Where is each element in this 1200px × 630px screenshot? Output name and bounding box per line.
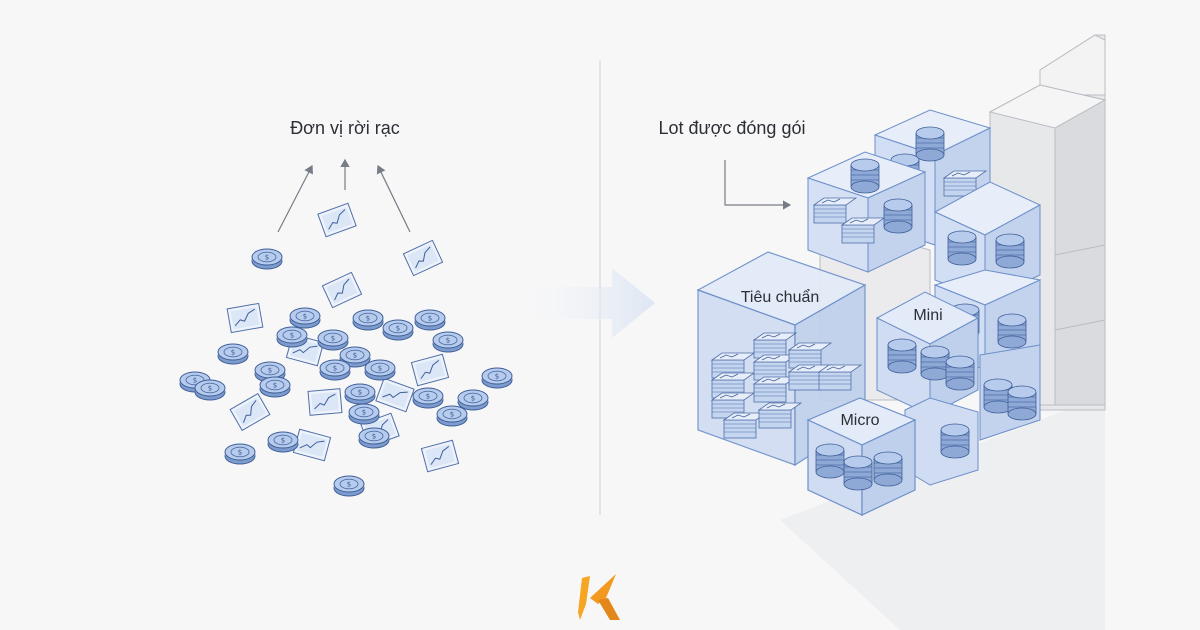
discrete-units-pile <box>179 202 513 497</box>
dollar-coin-icon <box>317 329 349 351</box>
dollar-coin-icon <box>333 475 365 497</box>
dollar-coin-icon <box>432 331 464 353</box>
k-brand-logo <box>578 574 620 620</box>
dollar-coin-icon <box>267 431 299 453</box>
lot-box-back-left <box>806 151 927 273</box>
dollar-coin-icon <box>348 403 380 425</box>
dollar-coin-icon <box>436 405 468 427</box>
gray-blocks <box>819 34 1107 411</box>
dollar-coin-icon <box>481 367 513 389</box>
chart-document-icon <box>410 353 450 387</box>
chart-document-icon <box>420 439 460 473</box>
box-label-micro: Micro <box>840 412 879 429</box>
chart-document-icon <box>321 271 363 309</box>
chart-document-icon <box>229 393 271 431</box>
dollar-coin-icon <box>344 383 376 405</box>
chart-document-icon <box>375 377 415 413</box>
dollar-coin-icon <box>276 326 308 348</box>
dollar-coin-icon <box>319 359 351 381</box>
right-panel-label: Lot được đóng gói <box>659 118 806 138</box>
scatter-arrows <box>277 158 411 233</box>
dollar-coin-icon <box>364 359 396 381</box>
chart-document-icon <box>317 202 357 238</box>
dollar-coin-icon <box>352 309 384 331</box>
dollar-coin-icon <box>289 307 321 329</box>
chart-document-icon <box>226 302 264 334</box>
dollar-coin-icon <box>382 319 414 341</box>
chart-document-icon <box>307 388 343 416</box>
chart-document-icon <box>402 239 444 277</box>
chart-document-icon <box>292 428 332 462</box>
dollar-coin-icon <box>412 387 444 409</box>
dollar-coin-icon <box>251 248 283 270</box>
dollar-coin-icon <box>217 343 249 365</box>
dollar-coin-icon <box>194 379 226 401</box>
left-panel-label: Đơn vị rời rạc <box>290 118 400 138</box>
dollar-coin-icon <box>259 376 291 398</box>
lot-box-right-bottom <box>904 397 979 486</box>
box-label-mini: Mini <box>913 307 942 324</box>
right-label-pointer <box>724 160 792 210</box>
dollar-coin-icon <box>457 389 489 411</box>
box-label-standard: Tiêu chuẩn <box>741 288 820 306</box>
dollar-coin-icon <box>414 309 446 331</box>
lot-box-mini: Mini <box>875 291 980 416</box>
lot-box-micro: Micro <box>806 397 917 516</box>
dollar-coin-icon <box>358 427 390 449</box>
transition-arrow-icon <box>530 268 655 338</box>
floor-shadow <box>780 395 1105 630</box>
dollar-coin-icon <box>224 443 256 465</box>
